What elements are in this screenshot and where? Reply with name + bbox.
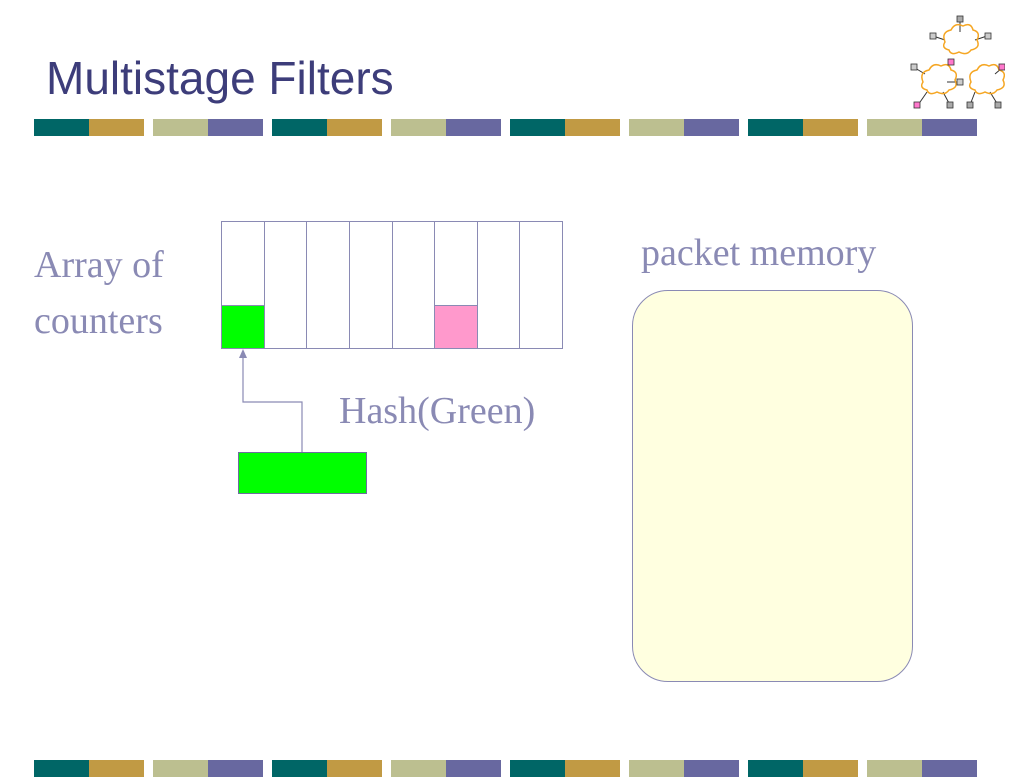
counter-cell [222,222,265,348]
counter-cell [478,222,521,348]
stripe-segment [208,119,263,136]
counter-cell [393,222,436,348]
stripe-segment [327,119,382,136]
array-label-line2: counters [34,300,163,342]
stripe-segment [89,119,144,136]
stripe-segment [446,119,501,136]
counter-fill [435,305,477,348]
network-clouds-logo-icon [910,15,1005,109]
stripe-segment [748,119,803,136]
counter-cell [350,222,393,348]
green-packet [238,452,367,494]
stripe-segment [629,119,684,136]
top-stripe [34,119,977,136]
packet-memory-label: packet memory [641,232,877,274]
counter-cell [265,222,308,348]
counter-fill [222,305,264,348]
slide-title: Multistage Filters [46,52,394,104]
stripe-segment [510,119,565,136]
counter-array [221,221,563,349]
stripe-segment [922,119,977,136]
array-label-line1: Array of [34,244,164,286]
counter-cell [435,222,478,348]
packet-memory-box [632,290,913,682]
hash-label: Hash(Green) [339,390,536,432]
counter-cell [307,222,350,348]
stripe-segment [34,119,89,136]
stripe-segment [684,119,739,136]
stripe-segment [272,119,327,136]
stripe-segment [153,119,208,136]
stripe-segment [565,119,620,136]
stripe-segment [803,119,858,136]
stripe-segment [867,119,922,136]
stripe-segment [391,119,446,136]
